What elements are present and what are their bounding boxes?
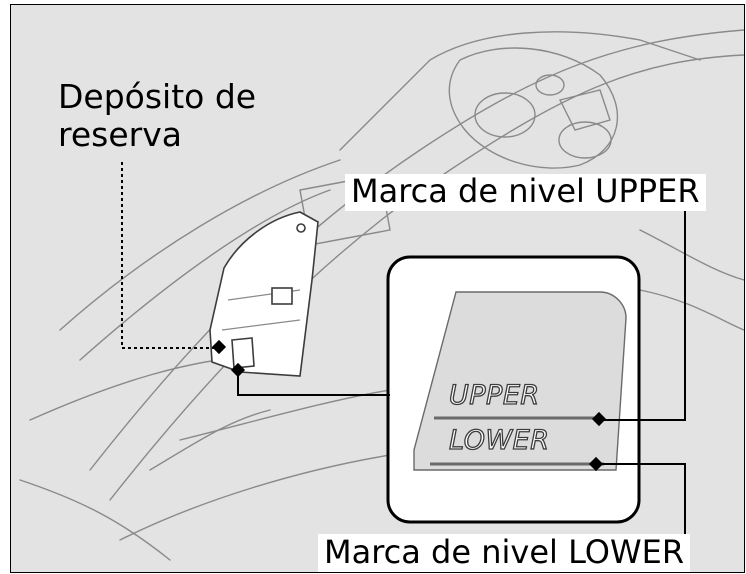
- reservoir-label-line1: Depósito de: [58, 77, 257, 116]
- reservoir-label-line2: reserva: [58, 115, 182, 154]
- callout-marker: [230, 362, 246, 378]
- engine-cap-2: [558, 121, 612, 159]
- frame-rail-2: [119, 454, 391, 541]
- upper-embossed-text: UPPER: [448, 380, 540, 411]
- lower-mark-marker: [588, 456, 604, 472]
- bracket: [558, 89, 611, 131]
- right-body-line-2: [639, 289, 744, 331]
- upper-leader: [600, 208, 686, 421]
- engine-cap-3: [535, 74, 565, 96]
- fender-line: [59, 159, 341, 331]
- upper-mark-marker: [591, 411, 607, 427]
- strut-tower: [448, 47, 619, 169]
- engine-cap-1: [474, 92, 536, 138]
- lower-leader: [598, 463, 686, 540]
- hood-outline: [89, 29, 744, 471]
- upper-mark-label: Marca de nivel UPPER: [345, 174, 706, 211]
- body-curve-2: [149, 409, 271, 471]
- reservoir-tank: [209, 211, 319, 377]
- right-body-line: [639, 229, 744, 281]
- callout-leader: [237, 370, 390, 396]
- reservoir-leader: [121, 162, 216, 349]
- lower-embossed-text: LOWER: [448, 425, 550, 456]
- lower-curve: [19, 479, 171, 561]
- reservoir-marker: [211, 339, 227, 355]
- reservoir-closeup: [413, 291, 627, 471]
- lower-mark-label: Marca de nivel LOWER: [318, 534, 691, 572]
- windshield-frame: [339, 31, 701, 151]
- frame-rail: [179, 389, 391, 441]
